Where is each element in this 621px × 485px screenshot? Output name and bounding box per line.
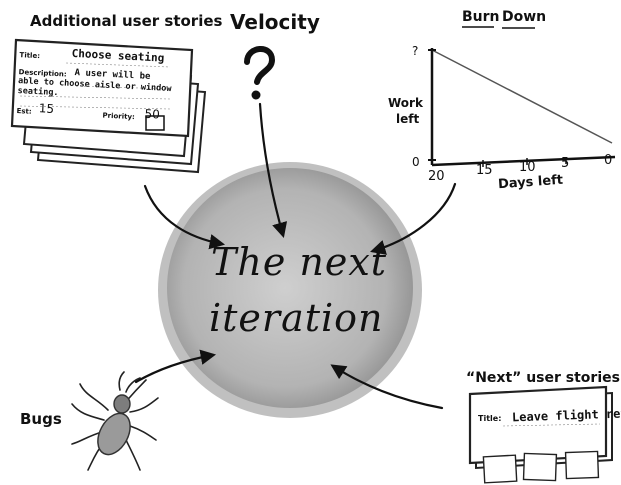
next-story-title-label: Title: (478, 414, 501, 423)
burn-down-ylabel-line2: left (396, 112, 419, 126)
story-est-label: Est: (16, 106, 32, 117)
burn-down-y-zero-tick: 0 (412, 155, 420, 169)
story-est-value: 15 (39, 103, 55, 114)
next-user-stories-label: “Next” user stories (466, 370, 620, 386)
story-title-value: Choose seating (71, 49, 164, 64)
center-line1: The next (211, 240, 387, 284)
story-title-label: Title: (19, 50, 40, 61)
burn-down-x-tick: 5 (561, 156, 569, 171)
burn-down-x-tick: 20 (428, 169, 445, 184)
burn-down-chart (428, 48, 615, 167)
velocity-question-mark: ? (247, 49, 272, 100)
additional-user-stories-label: Additional user stories (30, 12, 222, 30)
bugs-label: Bugs (20, 410, 62, 428)
burn-down-title-word2: Down (502, 9, 546, 25)
burn-down-line (432, 50, 612, 143)
story-priority-label: Priority: (102, 111, 135, 123)
burn-down-ylabel-line1: Work (388, 96, 423, 110)
burn-down-title-word1: Burn (462, 9, 500, 25)
next-iteration-circle (158, 162, 422, 418)
next-story-card-stack (470, 387, 612, 483)
burn-down-x-tick: 15 (476, 163, 493, 178)
center-line2: iteration (209, 296, 384, 340)
velocity-label: Velocity (230, 10, 320, 34)
story-card: Title: Choose seating Description: A use… (14, 46, 188, 127)
burn-down-y-top-tick: ? (412, 44, 418, 58)
burn-down-x-tick: 0 (604, 153, 612, 168)
story-priority-value: 50 (144, 109, 160, 120)
burn-down-x-tick: 10 (519, 160, 536, 175)
bug-illustration (72, 372, 158, 470)
